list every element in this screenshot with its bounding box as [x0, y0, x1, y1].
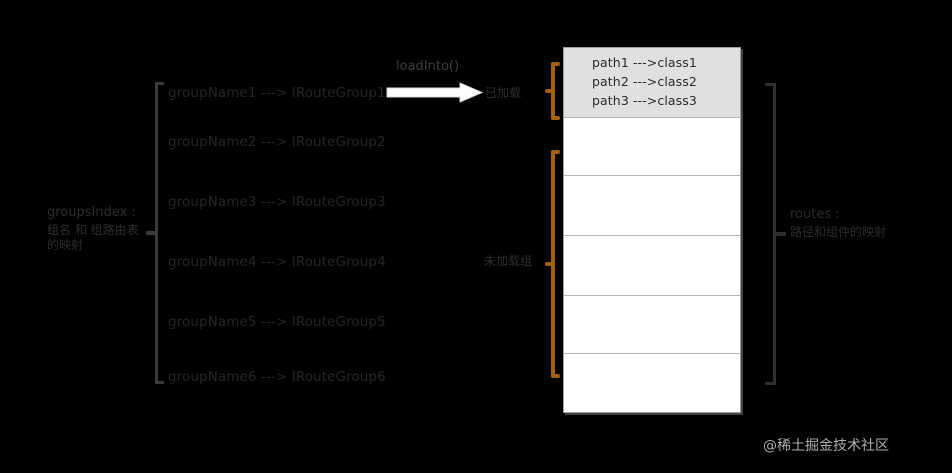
route-mapping-line: path2 --->class2 [592, 74, 697, 89]
group-row: groupName2 ---> IRouteGroup2 [168, 134, 386, 150]
groups-index-title: groupsIndex : [47, 205, 136, 220]
routes-cell-loaded: path1 --->class1 path2 --->class2 path3 … [564, 48, 740, 118]
routes-subtitle: 路径和组件的映射 [790, 225, 887, 239]
load-into-label: loadInto() [396, 59, 460, 74]
routes-box: path1 --->class1 path2 --->class2 path3 … [563, 47, 741, 413]
routes-cell-empty [564, 236, 740, 296]
right-block-arrow-icon [386, 82, 484, 103]
route-mapping-line: path1 --->class1 [592, 55, 697, 70]
unloaded-group-label: 未加载组 [484, 254, 533, 268]
routes-cell-empty [564, 176, 740, 236]
orange-brace-loaded [545, 62, 560, 120]
right-bracket [765, 83, 776, 385]
routes-cell-empty [564, 354, 740, 412]
routes-title: routes : [790, 207, 840, 222]
routes-cell-empty [564, 118, 740, 176]
group-row: groupName3 ---> IRouteGroup3 [168, 194, 386, 210]
group-row: groupName6 ---> IRouteGroup6 [168, 369, 386, 385]
watermark: @稀土掘金技术社区 [763, 438, 889, 454]
left-bracket-tick [146, 231, 156, 235]
orange-brace-unloaded [545, 150, 560, 378]
group-row: groupName1 ---> IRouteGroup1 [168, 85, 386, 101]
left-bracket [155, 82, 164, 384]
routes-cell-empty [564, 296, 740, 354]
groups-index-label: groupsIndex : 组名 和 组路由表 的映射 [47, 205, 151, 253]
groups-index-subtitle: 组名 和 组路由表 的映射 [47, 223, 139, 252]
routes-label: routes : 路径和组件的映射 [790, 207, 902, 240]
route-mapping-line: path3 --->class3 [592, 93, 697, 108]
group-row: groupName4 ---> IRouteGroup4 [168, 254, 386, 270]
loaded-group-label: 已加载 [485, 86, 522, 100]
group-row: groupName5 ---> IRouteGroup5 [168, 314, 386, 330]
right-bracket-tick [776, 232, 786, 236]
